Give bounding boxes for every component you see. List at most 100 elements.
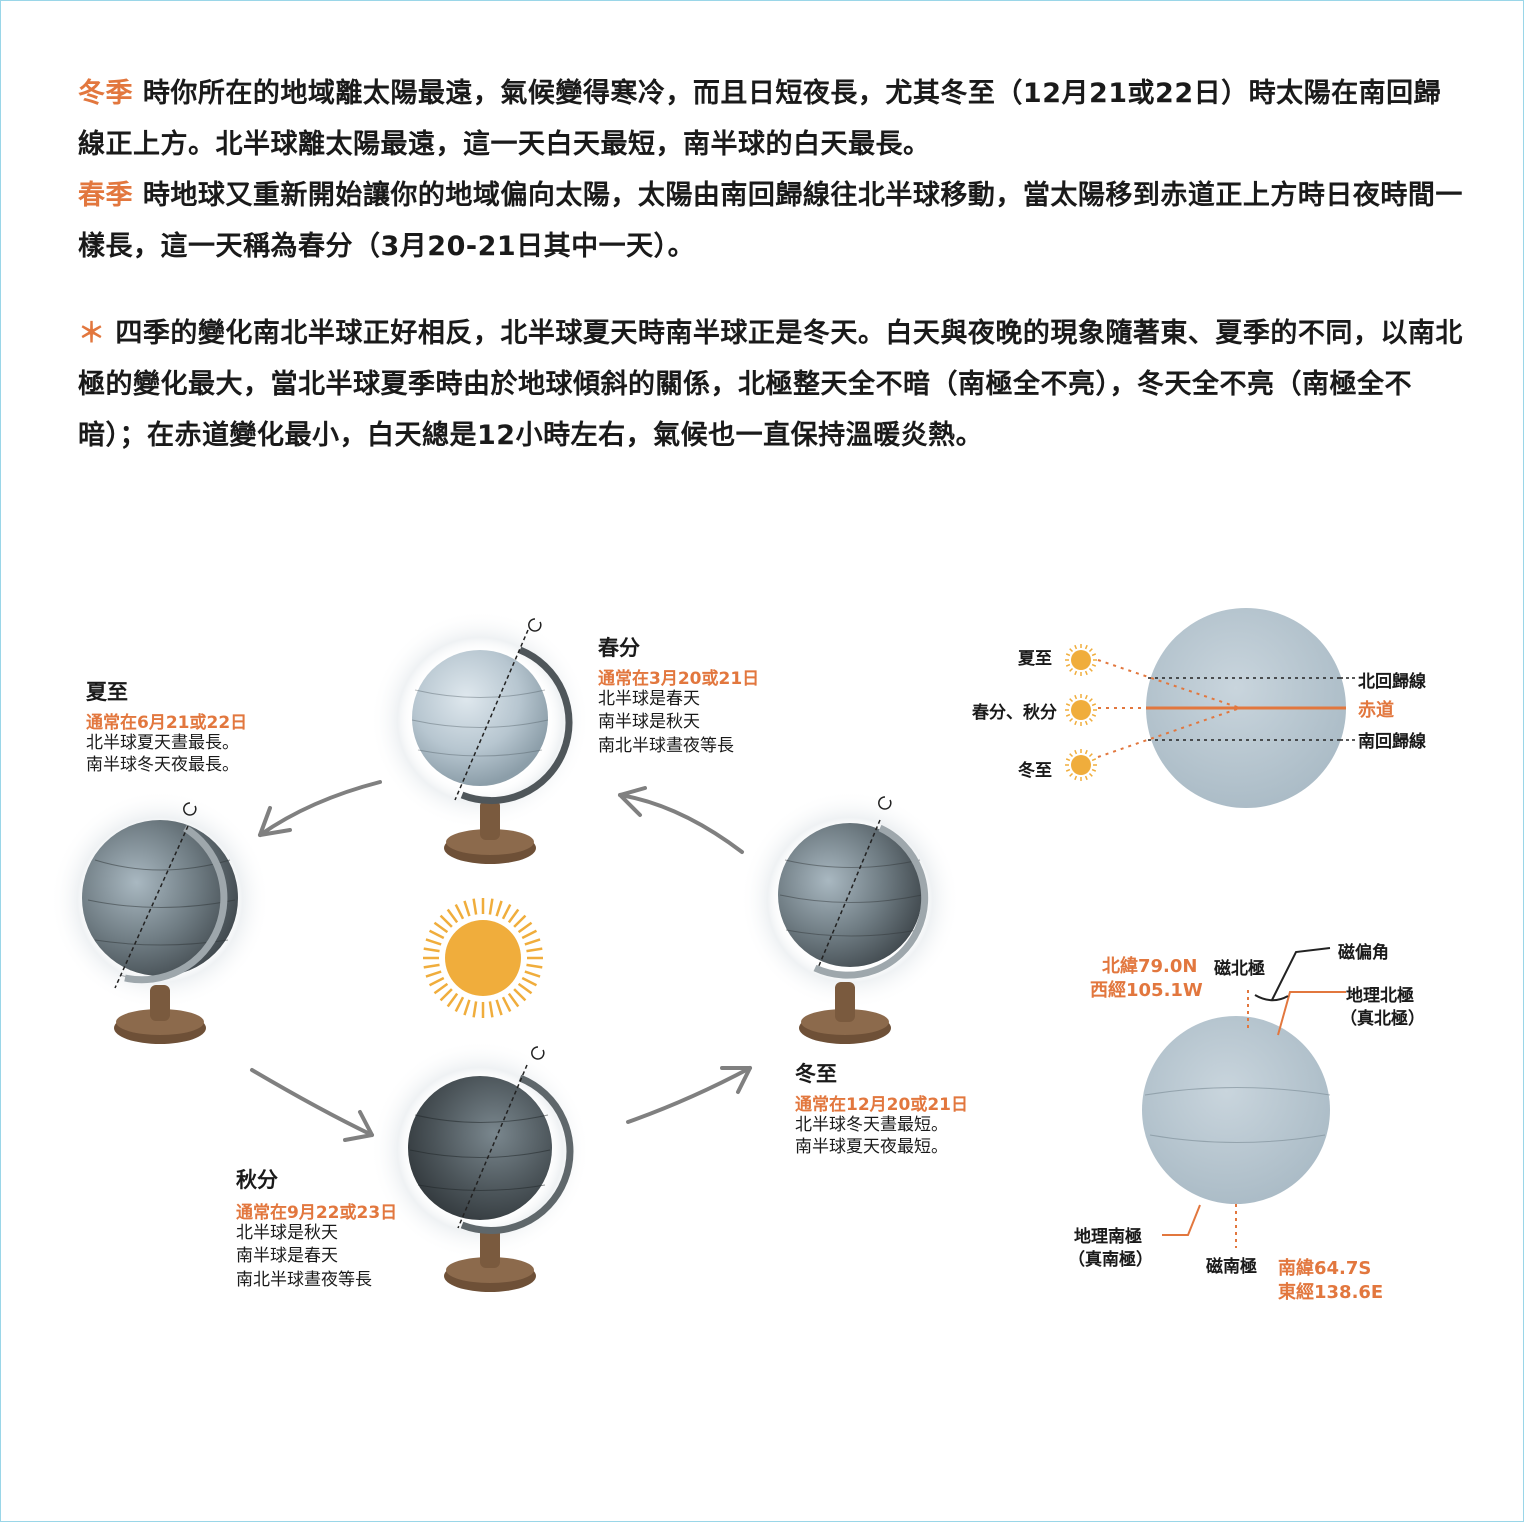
sun-ray	[472, 898, 478, 915]
winter-title: 冬至	[795, 1062, 837, 1086]
globe-spring	[370, 610, 590, 864]
south-coord-lon: 東經138.6E	[1278, 1282, 1384, 1303]
globe-winter	[740, 790, 960, 1044]
small-sun-ray	[1088, 753, 1093, 758]
spring-text: 時地球又重新開始讓你的地域偏向太陽，太陽由南回歸線往北半球移動，當太陽移到赤道正…	[78, 180, 1463, 262]
autumn-title: 秋分	[236, 1168, 278, 1192]
small-sun-ray	[1084, 694, 1088, 700]
geo-north-label: 地理北極	[1346, 986, 1414, 1006]
small-sun	[1071, 650, 1091, 670]
small-sun-ray	[1088, 698, 1093, 703]
small-sun-ray	[1069, 772, 1074, 777]
small-sun-ray	[1074, 644, 1078, 650]
geo-south-label: 地理南極	[1074, 1227, 1142, 1247]
small-sun-ray	[1074, 775, 1078, 781]
tropics-winter-label: 冬至	[1018, 761, 1052, 781]
winter-label: 冬季	[78, 78, 133, 109]
season-paragraphs: 冬季 時你所在的地域離太陽最遠，氣候變得寒冷，而且日短夜長，尤其冬至（12月21…	[78, 68, 1468, 272]
sun-ray	[501, 996, 512, 1013]
small-sun	[1071, 755, 1091, 775]
small-sun-ray	[1069, 698, 1074, 703]
autumn-date: 通常在9月22或23日	[236, 1203, 398, 1223]
spring-label: 春季	[78, 180, 133, 211]
sun-ray	[513, 914, 527, 928]
sun-center	[423, 898, 543, 1018]
small-sun-ray	[1084, 775, 1088, 781]
small-sun-ray	[1065, 758, 1071, 762]
tropics-equinox-label: 春分、秋分	[972, 703, 1057, 723]
small-sun-ray	[1065, 663, 1071, 667]
sun-ray	[446, 908, 459, 924]
small-sun-ray	[1091, 653, 1097, 657]
small-sun	[1071, 700, 1091, 720]
small-sun-ray	[1074, 749, 1078, 755]
small-sun-ray	[1091, 663, 1097, 667]
globe-autumn	[370, 1040, 590, 1292]
sun-ray	[454, 996, 465, 1013]
small-sun-ray	[1074, 720, 1078, 726]
small-sun-ray	[1069, 717, 1074, 722]
geo-south-alt-label: （真南極）	[1068, 1250, 1153, 1270]
small-sun-ray	[1074, 694, 1078, 700]
sun-ray	[446, 992, 459, 1008]
sun-ray	[524, 970, 541, 978]
autumn-line3: 南北半球晝夜等長	[236, 1270, 372, 1290]
globe-summer	[50, 790, 270, 1044]
sun-ray	[507, 908, 520, 924]
north-tropic-label: 北回歸線	[1358, 672, 1426, 692]
winter-paragraph: 冬季 時你所在的地域離太陽最遠，氣候變得寒冷，而且日短夜長，尤其冬至（12月21…	[78, 68, 1468, 170]
sun-ray	[433, 982, 449, 995]
sun-ray	[495, 999, 503, 1016]
small-sun-ray	[1088, 648, 1093, 653]
sun-ray	[495, 900, 503, 917]
small-sun-ray	[1091, 703, 1097, 707]
sun-ray	[425, 938, 442, 946]
sun-ray	[517, 982, 533, 995]
sun-ray	[423, 963, 440, 969]
magnetic-south-label: 磁南極	[1206, 1257, 1257, 1277]
geo-north-alt-label: （真北極）	[1340, 1009, 1425, 1029]
sun-ray	[488, 1001, 494, 1018]
winter-line2: 南半球夏天夜最短。	[795, 1137, 948, 1157]
orbit-arrows	[250, 780, 752, 1142]
small-sun-ray	[1084, 644, 1088, 650]
note-paragraph: ＊ 四季的變化南北半球正好相反，北半球夏天時南半球正是冬天。白天與夜晚的現象隨著…	[78, 308, 1468, 461]
small-sun-ray	[1084, 670, 1088, 676]
declination-label: 磁偏角	[1338, 943, 1389, 963]
sun-ray	[507, 992, 520, 1008]
small-sun-ray	[1084, 720, 1088, 726]
summer-title: 夏至	[86, 680, 128, 704]
sun-ray	[463, 900, 471, 917]
winter-line1: 北半球冬天晝最短。	[795, 1115, 948, 1135]
sun-ray	[524, 938, 541, 946]
tropics-summer-label: 夏至	[1018, 649, 1052, 669]
spring-line3: 南北半球晝夜等長	[598, 736, 734, 756]
sun-ray	[521, 976, 538, 987]
sun-ray	[513, 988, 527, 1002]
sun-ray	[428, 976, 445, 987]
spring-line1: 北半球是春天	[598, 689, 700, 709]
sun-ray	[423, 947, 440, 953]
north-coord-lat: 北緯79.0N	[1102, 956, 1198, 977]
small-sun-ray	[1069, 753, 1074, 758]
sun-ray	[488, 898, 494, 915]
small-sun-ray	[1069, 667, 1074, 672]
sun-ray	[425, 970, 442, 978]
south-coord-lat: 南緯64.7S	[1278, 1258, 1372, 1279]
spring-title: 春分	[598, 636, 640, 660]
tropics-diagram	[1065, 608, 1356, 808]
note-asterisk: ＊	[78, 318, 106, 349]
autumn-line1: 北半球是秋天	[236, 1223, 338, 1243]
sun-ray	[521, 929, 538, 940]
small-sun-ray	[1084, 749, 1088, 755]
small-sun-ray	[1065, 703, 1071, 707]
small-sun-ray	[1091, 758, 1097, 762]
note-text: 四季的變化南北半球正好相反，北半球夏天時南半球正是冬天。白天與夜晚的現象隨著東、…	[78, 318, 1463, 451]
small-sun-ray	[1065, 653, 1071, 657]
summer-line1: 北半球夏天晝最長。	[86, 733, 239, 753]
small-sun-ray	[1069, 648, 1074, 653]
small-sun-ray	[1065, 768, 1071, 772]
sun-ray	[463, 999, 471, 1016]
